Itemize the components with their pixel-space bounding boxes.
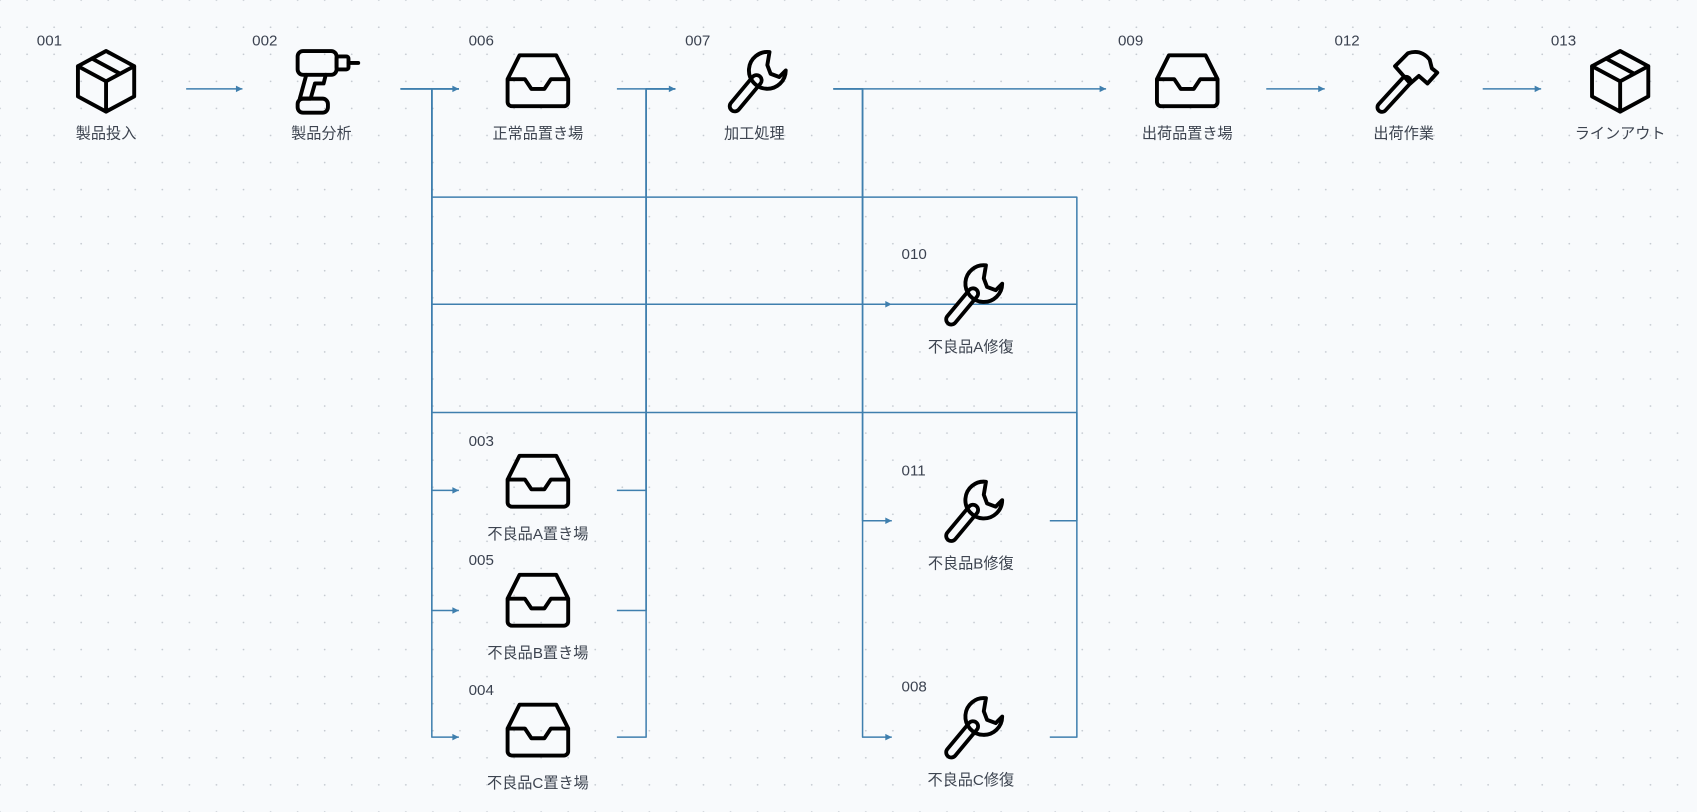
node-004[interactable]: 004 不良品C置き場 (469, 682, 589, 792)
node-label: 製品投入 (76, 126, 137, 143)
node-id: 006 (469, 33, 494, 50)
node-label: 製品分析 (291, 126, 352, 143)
edge-012-013[interactable] (1482, 85, 1542, 93)
edge-001-002[interactable] (186, 85, 243, 93)
wrench-icon (727, 50, 788, 114)
inbox-icon (505, 453, 571, 509)
drill-icon (295, 49, 361, 115)
node-label: 不良品A修復 (928, 339, 1014, 356)
node-id: 013 (1551, 33, 1576, 50)
box-icon (1590, 49, 1651, 114)
node-label: 不良品C置き場 (487, 775, 589, 792)
node-id: 003 (469, 433, 494, 450)
node-label: 出荷作業 (1373, 126, 1434, 143)
arrowhead (452, 733, 459, 741)
node-label: 不良品A置き場 (487, 526, 588, 543)
node-008[interactable]: 008 不良品C修復 (902, 679, 1015, 789)
node-011[interactable]: 011 不良品B修復 (902, 462, 1014, 572)
edge-009-012[interactable] (1266, 85, 1325, 93)
edges-layer (186, 85, 1542, 741)
node-id: 002 (252, 33, 277, 50)
inbox-icon (1154, 53, 1220, 109)
inbox-icon (505, 53, 571, 109)
node-id: 004 (469, 682, 494, 699)
node-id: 010 (902, 246, 927, 263)
node-id: 008 (902, 679, 927, 696)
arrowhead (885, 733, 892, 741)
node-id: 011 (902, 462, 926, 479)
node-label: 出荷品置き場 (1142, 126, 1233, 143)
node-id: 005 (469, 552, 494, 569)
node-006[interactable]: 006 正常品置き場 (469, 33, 584, 143)
node-013[interactable]: 013 ラインアウト (1551, 33, 1666, 143)
node-003[interactable]: 003 不良品A置き場 (469, 433, 589, 543)
node-012[interactable]: 012 出荷作業 (1334, 33, 1440, 143)
arrowhead (452, 487, 459, 494)
inbox-icon (505, 572, 571, 628)
arrowhead (1534, 85, 1542, 93)
wrench-icon (944, 479, 1005, 543)
hammer-icon (1375, 50, 1440, 114)
node-005[interactable]: 005 不良品B置き場 (469, 552, 589, 662)
node-id: 007 (685, 33, 710, 50)
edge-line[interactable] (431, 88, 1078, 738)
arrowhead (235, 85, 243, 93)
node-id: 001 (37, 33, 62, 50)
edge-008-006[interactable] (431, 88, 1078, 738)
arrowhead (452, 607, 459, 614)
node-label: 不良品B修復 (928, 555, 1014, 572)
node-010[interactable]: 010 不良品A修復 (902, 246, 1014, 356)
node-label: 不良品C修復 (927, 772, 1014, 789)
wrench-icon (944, 263, 1005, 327)
arrowhead (1318, 85, 1325, 93)
node-007[interactable]: 007 加工処理 (685, 33, 788, 143)
node-label: 不良品B置き場 (487, 645, 588, 662)
node-002[interactable]: 002 製品分析 (252, 33, 361, 143)
edge-007-009[interactable] (833, 85, 1107, 93)
box-icon (75, 49, 137, 114)
node-001[interactable]: 001 製品投入 (37, 33, 137, 143)
arrowhead (1099, 85, 1107, 93)
node-id: 009 (1118, 33, 1143, 50)
node-id: 012 (1334, 33, 1359, 50)
node-label: ラインアウト (1575, 126, 1666, 143)
arrowhead (885, 517, 892, 524)
node-label: 加工処理 (724, 126, 785, 143)
node-label: 正常品置き場 (492, 126, 583, 143)
nodes-layer: 001製品投入002製品分析006正常品置き場007加工処理009出荷品置き場0… (37, 33, 1666, 792)
inbox-icon (505, 702, 571, 758)
wrench-icon (944, 696, 1005, 760)
node-009[interactable]: 009 出荷品置き場 (1118, 33, 1233, 143)
